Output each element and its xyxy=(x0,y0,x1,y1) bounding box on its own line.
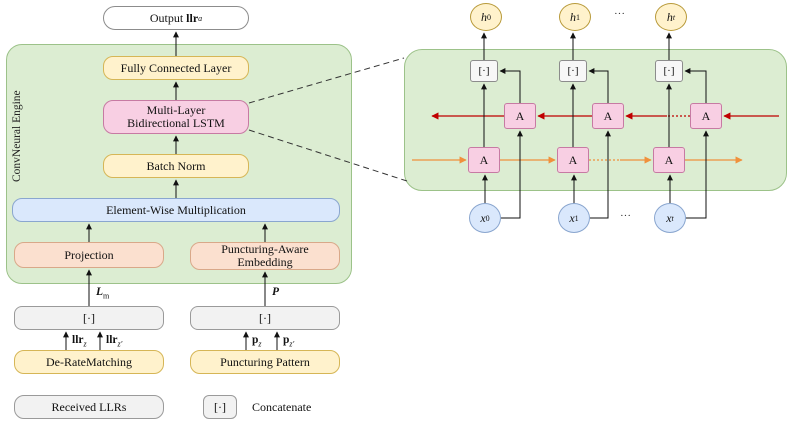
x1-base: x xyxy=(569,210,575,225)
zoom-line-top xyxy=(248,57,405,104)
p-zp-sub: z' xyxy=(289,339,295,349)
puncturing-aware-embedding-box: Puncturing-Aware Embedding xyxy=(190,242,340,270)
p-z-label: pz xyxy=(252,334,262,348)
xt-base: x xyxy=(666,210,672,225)
projection-box: Projection xyxy=(14,242,164,268)
pae-line1: Puncturing-Aware xyxy=(221,242,309,256)
pae-line2: Embedding xyxy=(237,255,293,269)
forward-cell-t: A xyxy=(653,147,685,173)
x0-to-bcell0 xyxy=(501,130,523,219)
ht-base: h xyxy=(666,9,673,24)
legend-concatenate-text: Concatenate xyxy=(252,400,312,414)
h1-sub: 1 xyxy=(576,12,580,22)
concat-cell-t: [·] xyxy=(655,60,683,82)
forward-cell-0: A xyxy=(468,147,500,173)
backward-cell-t: A xyxy=(690,103,722,129)
output-text: Output xyxy=(149,10,184,25)
lm-label: Lm xyxy=(96,286,109,300)
x0-base: x xyxy=(480,210,486,225)
lstm-line1: Multi-Layer xyxy=(146,103,206,117)
bcellt-to-concatt xyxy=(684,68,707,103)
legend-concat-symbol: [·] xyxy=(203,395,237,419)
lm-sub: m xyxy=(103,291,110,301)
llr-zp-label: llrz' xyxy=(106,334,122,348)
concat-box-left: [·] xyxy=(14,306,164,330)
p-zp-text: p xyxy=(283,334,290,346)
ht-sub: t xyxy=(672,12,676,22)
x1-sub: 1 xyxy=(574,213,579,223)
zoom-line-bottom xyxy=(248,129,411,183)
p-label: P xyxy=(272,286,279,298)
h0-base: h xyxy=(481,9,487,24)
output-llr: llr xyxy=(186,10,199,25)
concat-cell-0: [·] xyxy=(470,60,498,82)
concat-box-right: [·] xyxy=(190,306,340,330)
backward-cell-0: A xyxy=(504,103,536,129)
bcell0-to-concat0 xyxy=(499,68,521,103)
h1-base: h xyxy=(570,9,576,24)
received-llrs-box: Received LLRs xyxy=(14,395,164,419)
bidirectional-lstm-box: Multi-Layer Bidirectional LSTM xyxy=(103,100,249,134)
llr-zp-sub: z' xyxy=(117,339,123,349)
bottom-ellipsis: ··· xyxy=(620,210,631,222)
x1-to-bcell1 xyxy=(590,130,611,219)
p-z-sub: z xyxy=(258,339,262,349)
xt-sub: t xyxy=(671,213,674,223)
x0-sub: 0 xyxy=(485,213,490,223)
lstm-line2: Bidirectional LSTM xyxy=(127,116,225,130)
p-text: P xyxy=(272,286,280,298)
h0-sub: 0 xyxy=(487,12,491,22)
backward-cell-1: A xyxy=(592,103,624,129)
puncturing-pattern-box: Puncturing Pattern xyxy=(190,350,340,374)
llr-z-sub: z xyxy=(83,339,87,349)
concat-cell-1: [·] xyxy=(559,60,587,82)
p-zp-label: pz' xyxy=(283,334,294,348)
fully-connected-layer: Fully Connected Layer xyxy=(103,56,249,80)
batch-norm-box: Batch Norm xyxy=(103,154,249,178)
bcell1-to-concat1 xyxy=(588,68,609,103)
p-z-text: p xyxy=(252,334,259,346)
lm-text: L xyxy=(96,286,104,298)
xt-to-bcellt xyxy=(686,130,709,219)
top-ellipsis: ··· xyxy=(614,8,625,20)
elementwise-multiplication-box: Element-Wise Multiplication xyxy=(12,198,340,222)
llr-zp-text: llr xyxy=(106,334,118,346)
llr-z-text: llr xyxy=(72,334,84,346)
output-sub: a xyxy=(198,13,203,23)
forward-cell-1: A xyxy=(557,147,589,173)
de-ratematching-box: De-RateMatching xyxy=(14,350,164,374)
llr-z-label: llrz xyxy=(72,334,87,348)
